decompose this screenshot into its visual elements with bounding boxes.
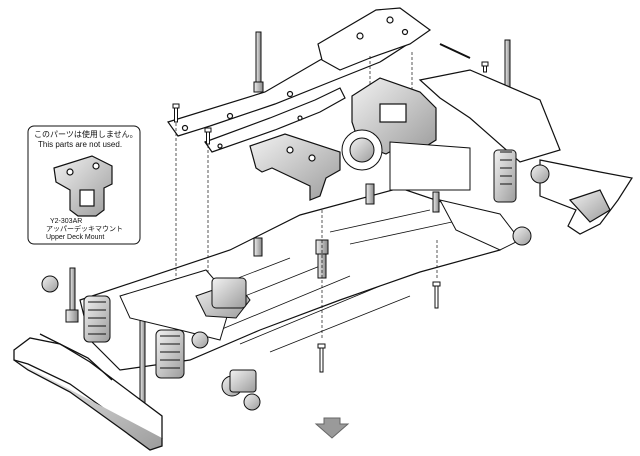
callout-note-japanese: このパーツは使用しません。 [34, 130, 138, 139]
front-steering [191, 277, 257, 393]
screws [172, 43, 489, 373]
down-arrow-icon [314, 417, 350, 439]
front-suspension [41, 269, 261, 411]
rear-suspension [439, 149, 550, 251]
front-bumper [13, 333, 163, 451]
part-number-label: Y2-303AR [50, 218, 83, 225]
callout-note-english: This parts are not used. [38, 140, 123, 149]
rear-wing [418, 69, 633, 235]
part-name-japanese: アッパーデッキマウント [46, 226, 123, 233]
part-name-english: Upper Deck Mount [46, 234, 105, 241]
upper-deck-mount-part [53, 155, 113, 217]
rear-upper-plate [317, 7, 432, 71]
upper-deck-mount-middle [249, 133, 341, 201]
rear-differential [341, 129, 471, 191]
